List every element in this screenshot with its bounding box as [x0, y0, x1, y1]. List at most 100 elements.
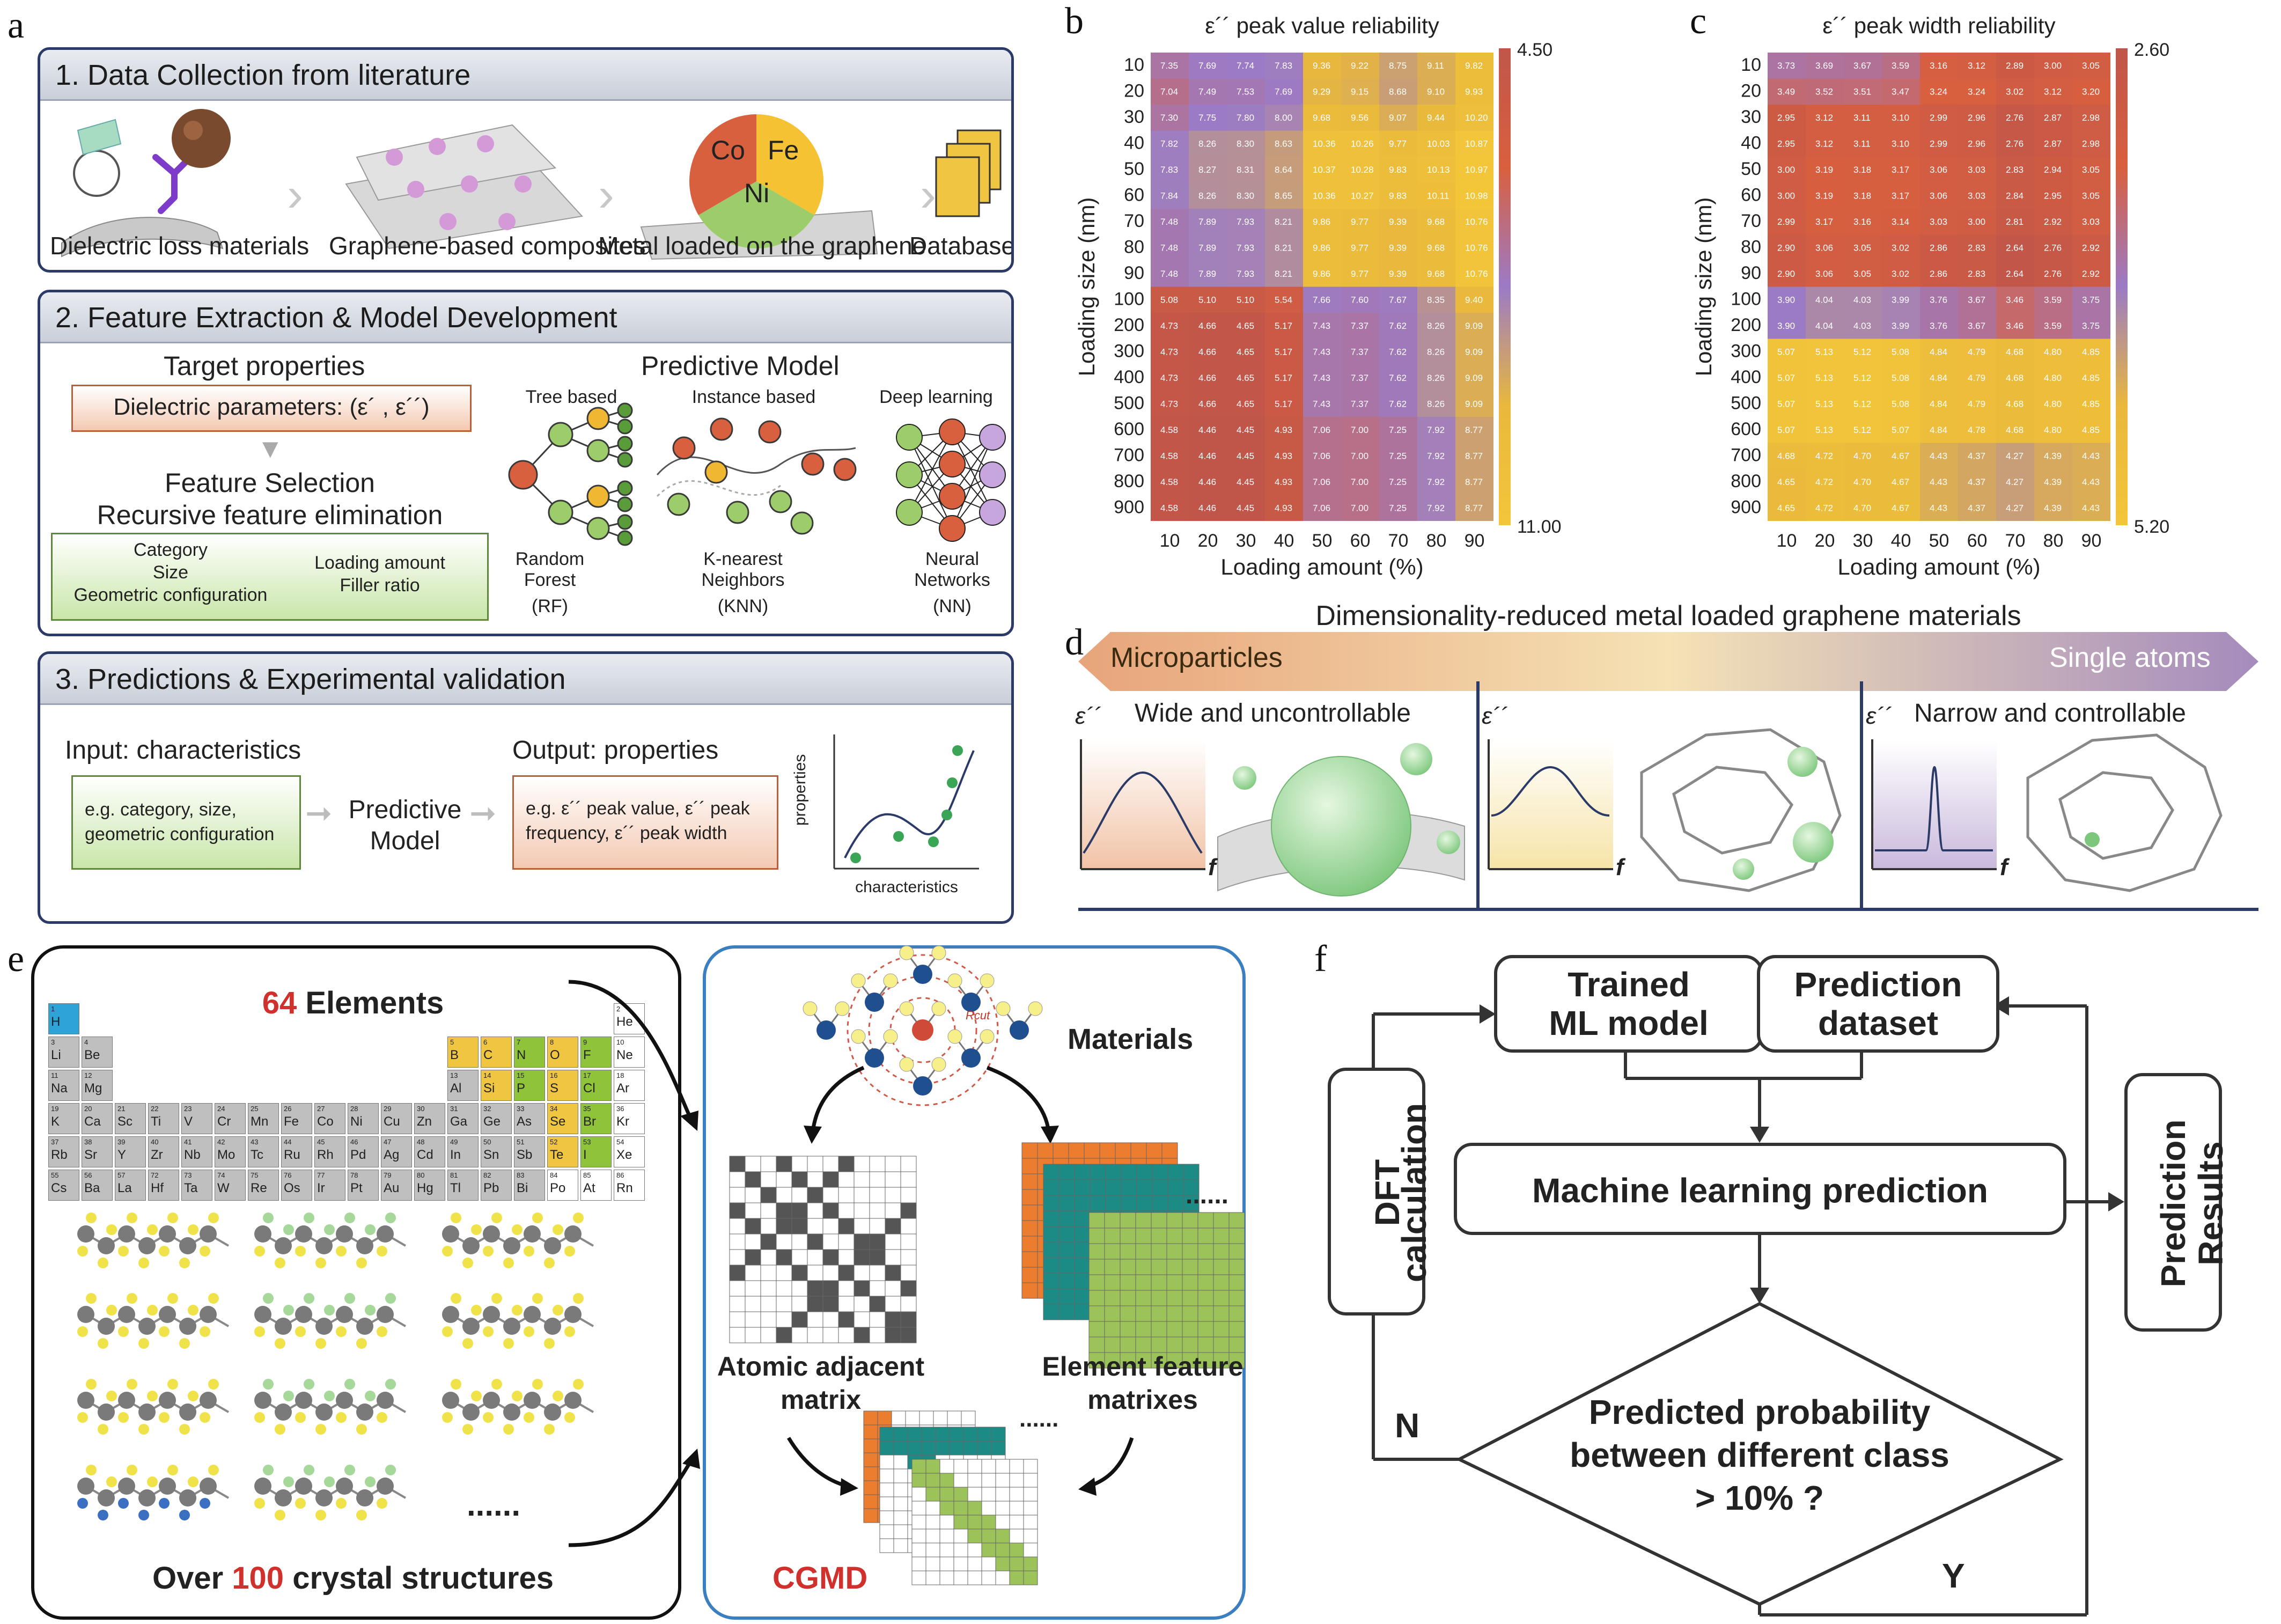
heatmap-cell	[1996, 53, 2034, 79]
heatmap-cell-label: 7.74	[1237, 61, 1254, 71]
dataset-line-2: dataset	[1818, 1004, 1939, 1042]
element-symbol: K	[51, 1114, 60, 1129]
heatmap-cell-label: 5.08	[1892, 347, 1909, 357]
heatmap-cell	[1265, 313, 1303, 339]
heatmap-cell	[2072, 53, 2110, 79]
element-number: 14	[483, 1071, 491, 1079]
heatmap-cell-label: 4.66	[1198, 399, 1216, 409]
heatmap-cell	[1844, 105, 1882, 131]
element-number: 12	[84, 1071, 92, 1079]
dielectric-parameters-box: Dielectric parameters: (ε´ , ε´´)	[71, 385, 472, 432]
heatmap-cell-label: 9.86	[1313, 217, 1330, 227]
heatmap-cell-label: 7.48	[1160, 217, 1178, 227]
heatmap-cell	[1417, 182, 1455, 209]
heatmap-cell	[1417, 157, 1455, 183]
target-properties-label: Target properties	[164, 351, 365, 381]
dielectric-parameters-text: Dielectric parameters: (ε´ , ε´´)	[113, 394, 430, 420]
microparticle-sphere	[1271, 756, 1411, 896]
heatmap-cell-label: 5.17	[1275, 347, 1292, 357]
heatmap-cell-label: 7.69	[1275, 87, 1292, 97]
heatmap-cell-label: 3.73	[1777, 61, 1795, 71]
heatmap-cell-label: 7.75	[1198, 113, 1216, 123]
heatmap-cell-label: 7.35	[1160, 61, 1178, 71]
heatmap-cell	[1265, 417, 1303, 443]
heatmap-cell	[1341, 182, 1379, 209]
graphene-cluster-sheet	[1640, 728, 1842, 892]
heatmap-cell-label: 3.18	[1853, 165, 1871, 175]
heatmap-cell	[1151, 391, 1189, 417]
adjacent-matrix-label-2: matrix	[780, 1385, 862, 1415]
heatmap-cell-label: 5.12	[1853, 373, 1871, 383]
heatmap-cell	[2072, 78, 2110, 105]
heatmap-cell	[1341, 339, 1379, 365]
heatmap-cell-label: 4.93	[1275, 503, 1292, 513]
heatmap-cell-label: 9.77	[1389, 139, 1407, 149]
heatmap-cell-label: 7.25	[1389, 477, 1407, 487]
element-symbol: Rb	[51, 1148, 68, 1162]
y-tick-label: 70	[1124, 211, 1144, 231]
heatmap-cell	[1341, 53, 1379, 79]
heatmap-cell-label: 3.49	[1777, 87, 1795, 97]
heatmap-cell-label: 2.83	[1968, 243, 1985, 253]
feature-loading-amount: Loading amount	[314, 553, 445, 573]
heatmap-cell-label: 9.39	[1389, 217, 1407, 227]
model-name-rf: Random Forest	[515, 549, 585, 590]
heatmap-cell	[1189, 417, 1227, 443]
heatmap-cell-label: 5.08	[1160, 295, 1178, 305]
heatmap-cell-label: 4.80	[2044, 399, 2062, 409]
heatmap-cell-label: 2.64	[2006, 243, 2024, 253]
heatmap-cell	[1417, 130, 1455, 157]
model-type-deep: Deep learning	[879, 387, 993, 407]
heatmap-cell	[1189, 105, 1227, 131]
heatmap-cell	[1265, 234, 1303, 261]
heatmap-cell-label: 3.00	[2044, 61, 2062, 71]
heatmap-cell-label: 7.92	[1427, 451, 1445, 461]
heatmap-cell-label: 7.67	[1389, 295, 1407, 305]
heatmap-cell-label: 2.90	[1777, 269, 1795, 279]
wide-peak-curve	[1083, 771, 1203, 854]
panel-e-letter: e	[8, 938, 25, 980]
heatmap-cell-label: 7.37	[1351, 347, 1368, 357]
heatmap-cell-label: 9.09	[1465, 399, 1483, 409]
heatmap-cell	[1189, 339, 1227, 365]
graphene-composite-illustration	[345, 124, 583, 249]
heatmap-cell-label: 8.26	[1427, 347, 1445, 357]
element-symbol: Ni	[350, 1114, 363, 1129]
element-number: 17	[583, 1071, 591, 1079]
heatmap-cell-label: 4.73	[1160, 373, 1178, 383]
heatmap-cell-label: 2.95	[2044, 191, 2062, 201]
heatmap-cell-label: 4.67	[1892, 477, 1909, 487]
heatmap-cell-label: 2.84	[2006, 191, 2024, 201]
element-symbol: F	[583, 1048, 591, 1062]
heatmap-cell	[1455, 286, 1493, 313]
heatmap-cell-label: 3.06	[1815, 269, 1833, 279]
heatmap-cell-label: 3.18	[1853, 191, 1871, 201]
colorbar	[2116, 48, 2128, 525]
heatmap-cell-label: 5.13	[1815, 425, 1833, 435]
heatmap-cell-label: 3.03	[2082, 217, 2100, 227]
heatmap-cell-label: 5.54	[1275, 295, 1292, 305]
model-abbr-rf: (RF)	[532, 596, 568, 616]
y-tick-label: 50	[1124, 159, 1144, 179]
panel-f-letter: f	[1314, 938, 1327, 980]
heatmap-cell-label: 9.09	[1465, 373, 1483, 383]
y-axis-label: Loading size (nm)	[1074, 197, 1099, 377]
model-diagrams	[508, 402, 1006, 546]
heatmap-cell	[1151, 209, 1189, 235]
dft-box: DFT calculation	[1328, 1068, 1433, 1316]
y-tick-label: 30	[1124, 107, 1144, 127]
element-number: 55	[51, 1171, 59, 1179]
heatmap-cell	[1768, 53, 1806, 79]
heatmap-cell-label: 4.70	[1853, 503, 1871, 513]
decision-line-1: Predicted probability	[1588, 1393, 1931, 1431]
